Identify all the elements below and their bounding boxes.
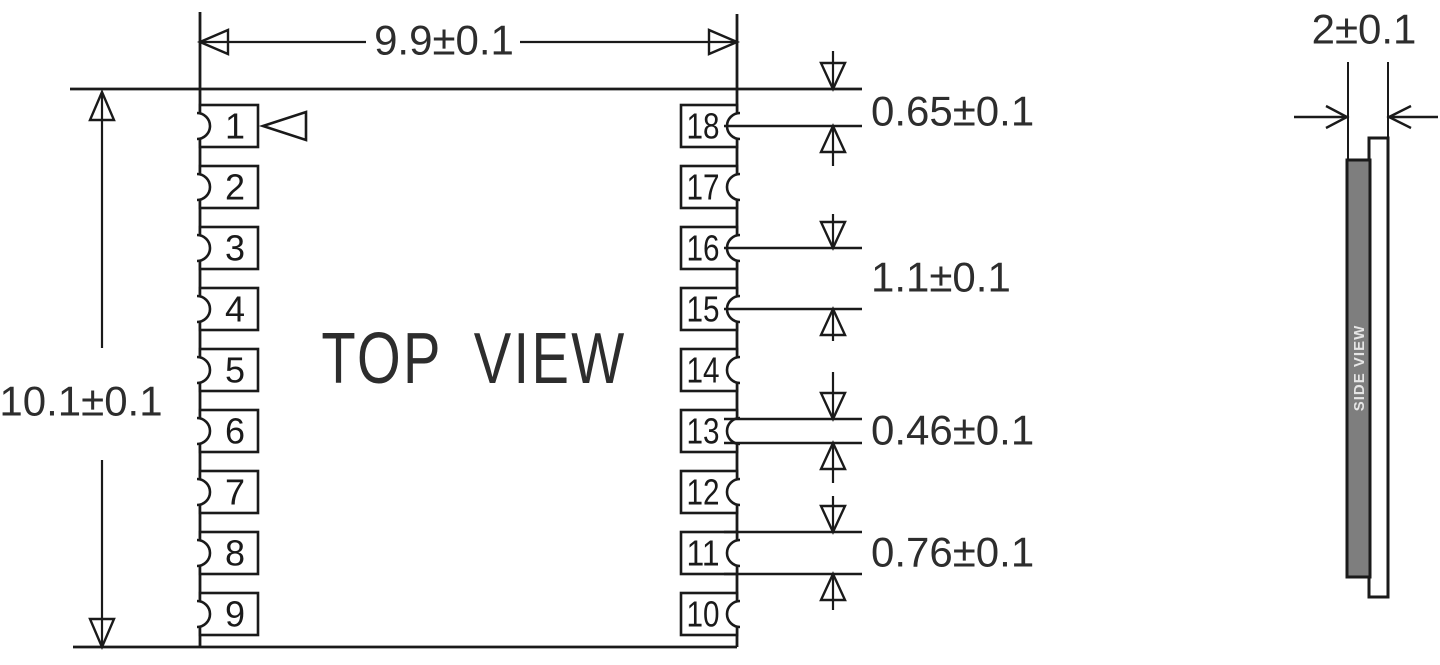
- pin-pad-14: 14: [679, 347, 741, 393]
- pin-number: 9: [225, 594, 245, 635]
- pin-pad-13: 13: [679, 408, 741, 454]
- pin-edge-offset-label: 0.65±0.1: [871, 88, 1034, 135]
- pin-pad-4: 4: [196, 286, 260, 332]
- pin-number: 1: [225, 106, 245, 147]
- side-view-title: SIDE VIEW: [1351, 325, 1368, 412]
- notch-diameter-label: 0.46±0.1: [871, 407, 1034, 454]
- pin-notch-arc: [196, 233, 212, 263]
- pin-number: 5: [225, 350, 245, 391]
- annotation-arrows: [819, 51, 847, 610]
- annotation-ref-lines: [724, 124, 862, 576]
- pin-number: 8: [225, 533, 245, 574]
- left-pin-column: 1 2 3 4 5 6 7 8 9: [196, 103, 260, 637]
- pin-notch-arc: [196, 172, 212, 202]
- pin-pad-3: 3: [196, 225, 260, 271]
- width-dimension: 9.9±0.1: [196, 17, 741, 64]
- pin-pitch-label: 1.1±0.1: [871, 254, 1011, 301]
- side-view-pcb-bar: [1345, 158, 1372, 579]
- pin-notch-arc: [725, 477, 741, 507]
- pin-pad-2: 2: [196, 164, 260, 210]
- pin-pad-10: 10: [679, 591, 741, 637]
- top-view-title: TOP VIEW: [321, 319, 626, 399]
- pin-notch-arc: [196, 111, 212, 141]
- pin-pad-17: 17: [679, 164, 741, 210]
- pad-width-label: 0.76±0.1: [871, 529, 1034, 576]
- pin-notch-arc: [725, 172, 741, 202]
- pin-pad-8: 8: [196, 530, 260, 576]
- height-dim-label: 10.1±0.1: [0, 378, 163, 425]
- pin-number: 18: [687, 106, 720, 147]
- pin-pad-12: 12: [679, 469, 741, 515]
- pin-number: 15: [687, 289, 720, 330]
- pin-number: 2: [225, 167, 245, 208]
- side-view-shield-bar: [1367, 136, 1390, 599]
- pin1-marker-icon: [258, 110, 308, 142]
- width-dim-label: 9.9±0.1: [374, 17, 514, 64]
- pin-number: 13: [687, 411, 720, 452]
- pin-number: 17: [687, 167, 720, 208]
- pin-pad-1: 1: [196, 103, 260, 149]
- pin-notch-arc: [196, 294, 212, 324]
- pin-notch-arc: [196, 416, 212, 446]
- pin-number: 10: [687, 594, 720, 635]
- pin-number: 12: [687, 472, 720, 513]
- pin-pad-11: 11: [679, 530, 741, 576]
- pin-pad-rect: [679, 591, 739, 637]
- pin-notch-arc: [196, 355, 212, 385]
- pin-notch-arc: [725, 538, 741, 568]
- pin-number: 3: [225, 228, 245, 269]
- pin-notch-arc: [196, 477, 212, 507]
- thickness-dim-label: 2±0.1: [1312, 6, 1417, 53]
- pin-number: 6: [225, 411, 245, 452]
- height-dimension: 10.1±0.1: [0, 88, 163, 651]
- arrow-left-icon: [1386, 104, 1412, 130]
- pin-number: 7: [225, 472, 245, 513]
- pin-notch-arc: [196, 538, 212, 568]
- pin-pad-6: 6: [196, 408, 260, 454]
- arrow-right-icon: [1325, 104, 1350, 130]
- pin-pad-9: 9: [196, 591, 260, 637]
- pin-notch-arc: [725, 355, 741, 385]
- pin-pad-5: 5: [196, 347, 260, 393]
- pin-number: 4: [225, 289, 245, 330]
- pin-number: 16: [687, 228, 720, 269]
- pin-notch-arc: [196, 599, 212, 629]
- pin-pad-7: 7: [196, 469, 260, 515]
- pin-number: 14: [687, 350, 720, 391]
- pin-number: 11: [687, 533, 720, 574]
- side-view: 2±0.1 SIDE VIEW: [1294, 6, 1438, 599]
- right-pin-column: 18 17 16 15 14 13 12 11 10: [679, 103, 741, 637]
- pin-notch-arc: [725, 599, 741, 629]
